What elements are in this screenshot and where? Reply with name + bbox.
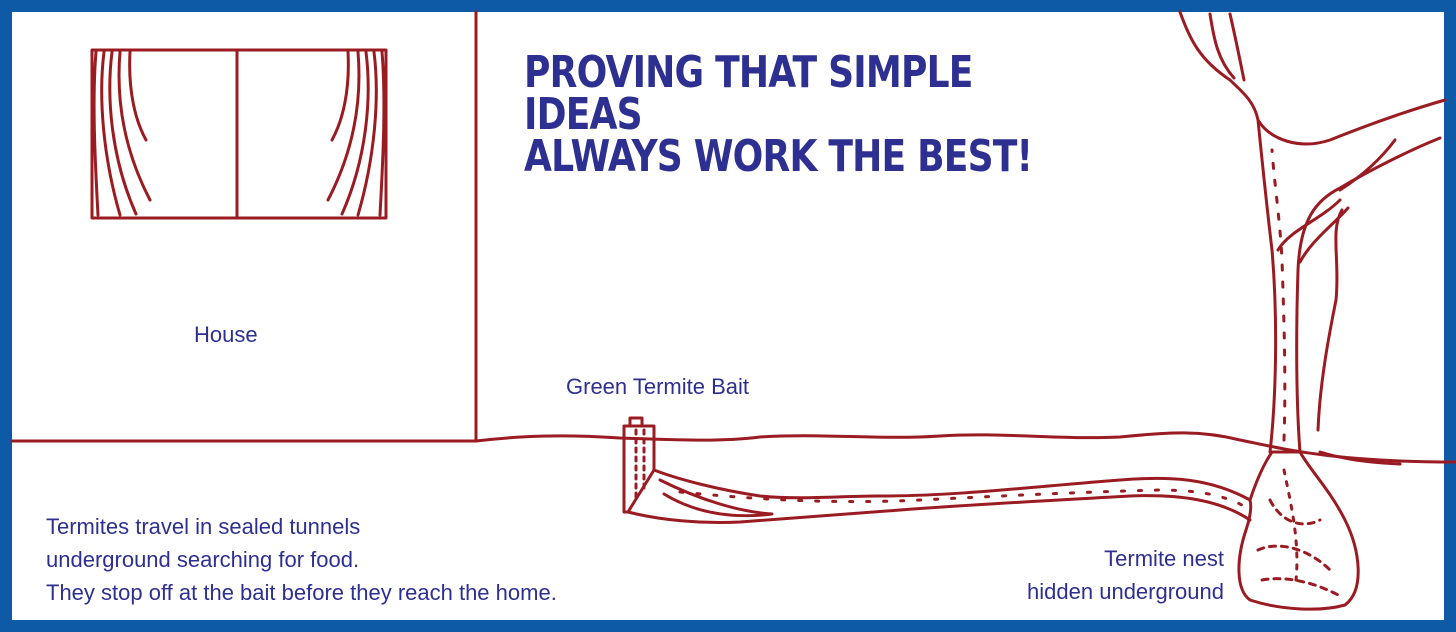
nest-label: Termite nest hidden underground: [1027, 542, 1224, 608]
headline-line-1: PROVING THAT SIMPLE IDEAS: [524, 52, 1049, 136]
nest-label-line: Termite nest: [1027, 542, 1224, 575]
window-with-curtains: [92, 50, 386, 218]
termite-bait-station: [624, 418, 654, 512]
termite-tunnel: [628, 470, 1250, 523]
house-label: House: [194, 322, 258, 348]
tunnel-caption: Termites travel in sealed tunnels underg…: [46, 510, 557, 609]
headline: PROVING THAT SIMPLE IDEAS ALWAYS WORK TH…: [524, 52, 1049, 178]
ground-line: [12, 433, 1456, 462]
caption-line: Termites travel in sealed tunnels: [46, 510, 557, 543]
tree: [1180, 12, 1445, 464]
headline-line-2: ALWAYS WORK THE BEST!: [524, 136, 1049, 178]
bait-label: Green Termite Bait: [566, 374, 749, 400]
caption-line: underground searching for food.: [46, 543, 557, 576]
caption-line: They stop off at the bait before they re…: [46, 576, 557, 609]
nest-label-line: hidden underground: [1027, 575, 1224, 608]
termite-nest: [1239, 452, 1358, 609]
